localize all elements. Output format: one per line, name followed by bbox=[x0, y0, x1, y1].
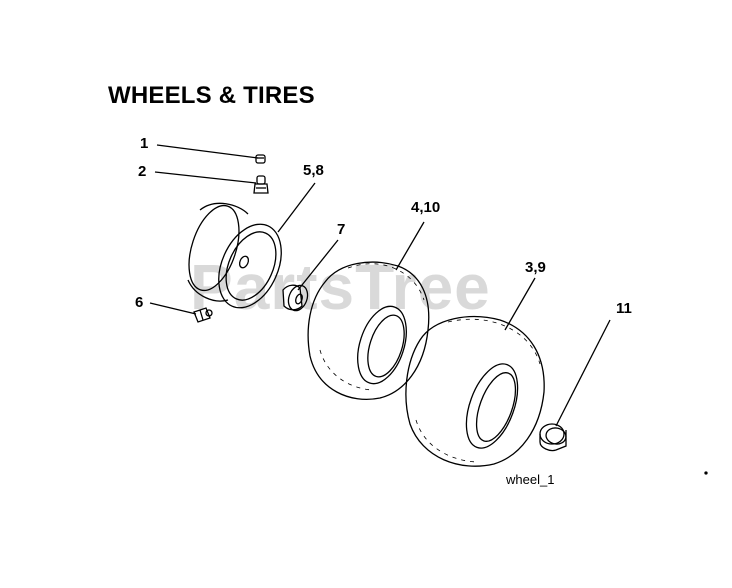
leader-line-3-9 bbox=[504, 277, 536, 331]
leader-line-1 bbox=[156, 144, 259, 159]
hub-cap-part bbox=[539, 423, 567, 452]
callout-4-10: 4,10 bbox=[411, 199, 441, 216]
callout-3-9: 3,9 bbox=[525, 259, 546, 276]
rim-part bbox=[187, 202, 282, 309]
callout-1: 1 bbox=[140, 135, 149, 152]
diagram-title: WHEELS & TIRES bbox=[108, 82, 315, 109]
leader-line-4-10 bbox=[395, 221, 425, 271]
leader-line-7 bbox=[297, 239, 339, 291]
callout-7: 7 bbox=[337, 221, 346, 238]
bushing-part bbox=[282, 284, 309, 312]
leader-line-6 bbox=[149, 302, 197, 315]
leader-line-11 bbox=[555, 319, 611, 427]
callout-11: 11 bbox=[616, 300, 632, 317]
callout-5-8: 5,8 bbox=[303, 162, 324, 179]
leader-line-2 bbox=[154, 171, 257, 184]
diagram-caption: wheel_1 bbox=[506, 472, 555, 487]
valve-stem-part bbox=[253, 175, 269, 194]
callout-2: 2 bbox=[138, 163, 147, 180]
front-tire-part bbox=[307, 261, 430, 400]
rear-tire-part bbox=[405, 315, 545, 467]
grease-fitting-part bbox=[193, 307, 213, 323]
leader-line-5-8 bbox=[277, 182, 316, 233]
valve-cap-part bbox=[255, 154, 266, 164]
stray-dot bbox=[704, 471, 708, 475]
callout-6: 6 bbox=[135, 294, 144, 311]
